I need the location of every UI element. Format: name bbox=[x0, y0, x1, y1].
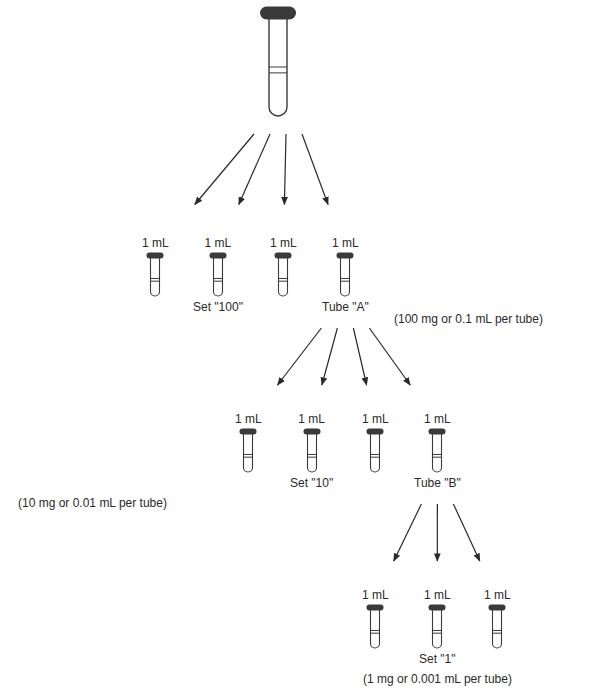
test-tube bbox=[334, 252, 356, 298]
split-arrow bbox=[302, 134, 328, 205]
dose-note: (100 mg or 0.1 mL per tube) bbox=[394, 312, 543, 326]
test-tube bbox=[258, 6, 298, 118]
split-arrow bbox=[353, 328, 366, 385]
test-tube bbox=[364, 604, 386, 650]
tube-node: 1 mL bbox=[268, 236, 299, 300]
split-arrow bbox=[394, 504, 422, 561]
tube-label: Tube "B" bbox=[412, 476, 463, 490]
test-tube bbox=[272, 252, 294, 298]
test-tube bbox=[364, 428, 386, 474]
test-tube bbox=[207, 252, 229, 298]
split-arrow bbox=[239, 134, 270, 205]
tube-node: 1 mL Set "1" bbox=[417, 588, 458, 666]
split-arrow bbox=[278, 328, 322, 385]
dose-note: (10 mg or 0.01 mL per tube) bbox=[18, 496, 167, 510]
tube-node: 1 mL bbox=[482, 588, 513, 652]
split-arrow bbox=[284, 134, 286, 205]
split-arrow bbox=[369, 328, 410, 385]
volume-label: 1 mL bbox=[422, 412, 453, 426]
volume-label: 1 mL bbox=[203, 236, 234, 250]
volume-label: 1 mL bbox=[296, 412, 327, 426]
test-tube bbox=[301, 428, 323, 474]
tube-node: 1 mL Tube "A" bbox=[320, 236, 371, 314]
test-tube bbox=[426, 604, 448, 650]
volume-label: 1 mL bbox=[330, 236, 361, 250]
tube-node: 1 mL bbox=[360, 412, 391, 476]
tube-node: 1 mL bbox=[360, 588, 391, 652]
tube-node: 1 mL Tube "B" bbox=[412, 412, 463, 490]
test-tube bbox=[144, 252, 166, 298]
split-arrow bbox=[437, 504, 438, 561]
tube-node: 1 mL Set "10" bbox=[288, 412, 335, 490]
volume-label: 1 mL bbox=[140, 236, 171, 250]
tube-label: Set "10" bbox=[288, 476, 335, 490]
test-tube bbox=[237, 428, 259, 474]
tube-label: Tube "A" bbox=[320, 300, 371, 314]
split-arrow bbox=[195, 134, 254, 205]
volume-label: 1 mL bbox=[360, 588, 391, 602]
volume-label: 1 mL bbox=[233, 412, 264, 426]
volume-label: 1 mL bbox=[482, 588, 513, 602]
volume-label: 1 mL bbox=[268, 236, 299, 250]
test-tube bbox=[426, 428, 448, 474]
test-tube bbox=[486, 604, 508, 650]
tube-node: 1 mL bbox=[140, 236, 171, 300]
split-arrow bbox=[453, 504, 479, 561]
tube-node: 1 mL bbox=[233, 412, 264, 476]
volume-label: 1 mL bbox=[360, 412, 391, 426]
split-arrow bbox=[322, 328, 337, 385]
tube-label: Set "100" bbox=[191, 300, 245, 314]
tube-node: 1 mL Set "100" bbox=[191, 236, 245, 314]
tube-node bbox=[258, 4, 298, 120]
dose-note: (1 mg or 0.001 mL per tube) bbox=[363, 672, 512, 686]
volume-label: 1 mL bbox=[422, 588, 453, 602]
tube-label: Set "1" bbox=[417, 652, 458, 666]
